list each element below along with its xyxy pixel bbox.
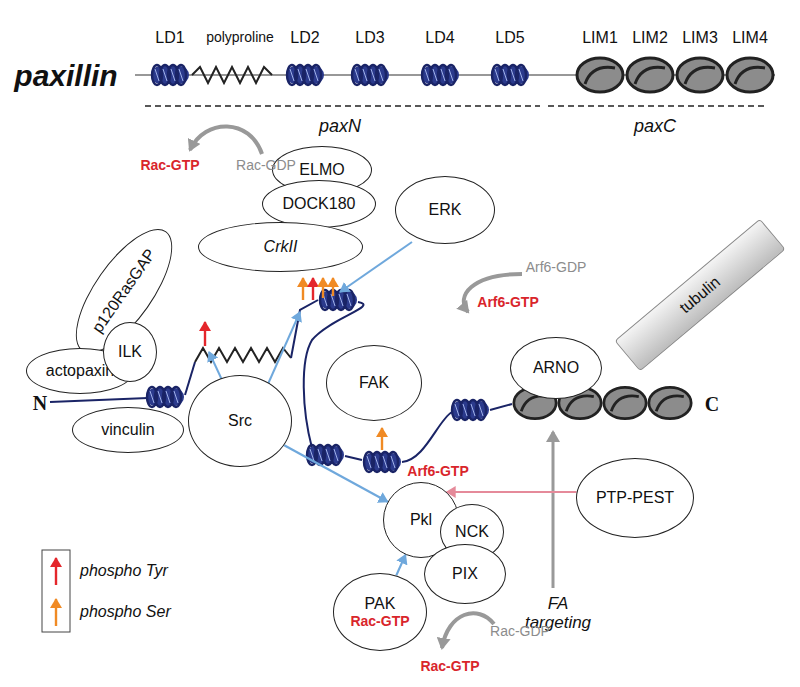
- protein-name: tubulin: [676, 273, 724, 317]
- tubulin-bar: tubulin: [614, 219, 785, 372]
- protein-ellipse: ILK: [103, 322, 157, 382]
- protein-name: Src: [228, 412, 252, 430]
- protein-name: ILK: [118, 343, 142, 361]
- domain-label: LIM1: [582, 29, 618, 47]
- protein-ellipse: Src: [188, 375, 292, 467]
- legend-swatch: [55, 558, 57, 585]
- protein-name: Pkl: [410, 511, 432, 529]
- protein-ellipse: ARNO: [510, 337, 602, 399]
- protein-ellipse: ERK: [395, 176, 495, 244]
- gtp-label: Rac-GTP: [350, 613, 409, 629]
- terminus-label: N: [33, 392, 47, 414]
- protein-name: ERK: [429, 201, 462, 219]
- legend-swatch: [55, 599, 57, 626]
- activation-arrow: [284, 445, 387, 502]
- domain-label: LD1: [155, 29, 184, 47]
- protein-name: ARNO: [533, 359, 579, 377]
- protein-name: PTP-PEST: [596, 489, 674, 507]
- protein-ellipse: CrkII: [198, 222, 363, 272]
- protein-name: NCK: [455, 523, 489, 541]
- protein-name: DOCK180: [283, 195, 356, 213]
- protein-name: paxillin: [14, 59, 117, 92]
- gtp-label: Rac-GTP: [140, 158, 199, 173]
- gtp-label: Arf6-GTP: [477, 295, 538, 310]
- domain-label: LIM3: [682, 29, 718, 47]
- domain-label: LIM4: [732, 29, 768, 47]
- domain-label: LD2: [290, 29, 319, 47]
- gdp-label: Arf6-GDP: [526, 260, 587, 275]
- domain-label: LD5: [495, 29, 524, 47]
- activation-arrow: [447, 491, 577, 493]
- protein-ellipse: vinculin: [72, 407, 184, 453]
- protein-name: PAK: [365, 595, 396, 613]
- domain-label: LIM2: [632, 29, 668, 47]
- activation-arrow: [396, 555, 405, 576]
- gtp-label: Arf6-GTP: [405, 464, 470, 479]
- protein-ellipse: PIX: [424, 544, 506, 604]
- domain-label: polyproline: [206, 30, 274, 45]
- protein-name: actopaxin: [46, 362, 115, 380]
- protein-name: CrkII: [264, 238, 298, 256]
- domain-label: LD4: [425, 29, 454, 47]
- protein-ellipse: FAK: [326, 345, 422, 421]
- protein-name: PIX: [452, 565, 478, 583]
- gdp-label: Rac-GDP: [236, 158, 296, 173]
- gdp-label: Rac-GDP: [490, 624, 550, 639]
- legend-text: phospho Tyr: [80, 562, 168, 580]
- legend-text: phospho Ser: [80, 603, 171, 621]
- protein-name: vinculin: [101, 421, 154, 439]
- terminus-label: C: [705, 393, 719, 415]
- region-label: paxC: [634, 117, 676, 137]
- region-label: paxN: [319, 117, 361, 137]
- protein-ellipse: PAKRac-GTP: [333, 573, 427, 651]
- protein-name: ELMO: [299, 161, 344, 179]
- protein-name: FAK: [359, 374, 389, 392]
- protein-ellipse: DOCK180: [262, 180, 376, 228]
- gtp-label: Rac-GTP: [420, 659, 479, 674]
- domain-label: LD3: [355, 29, 384, 47]
- protein-ellipse: PTP-PEST: [576, 458, 694, 538]
